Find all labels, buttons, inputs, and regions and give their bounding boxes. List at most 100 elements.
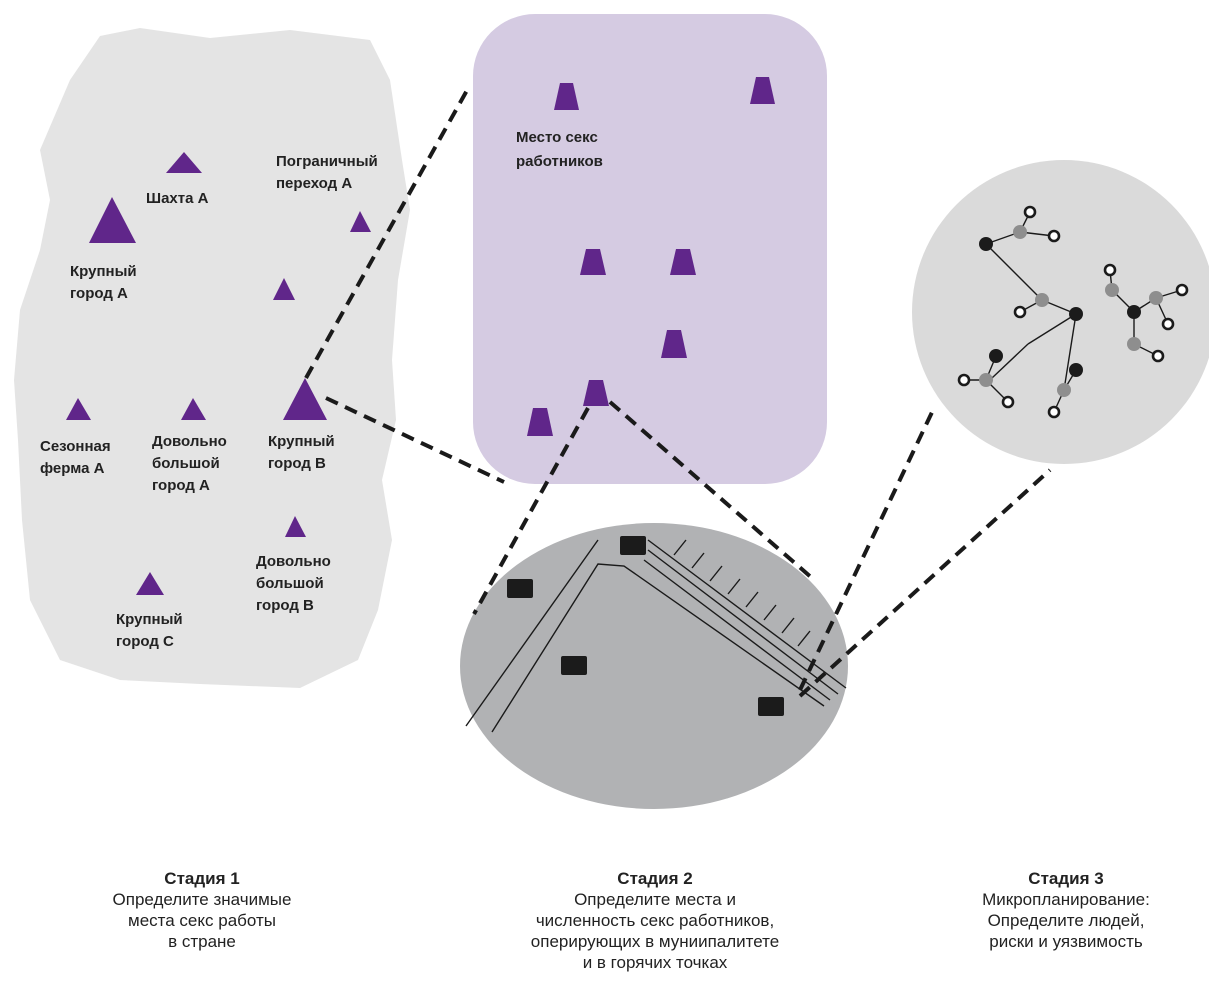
place-label-line: Сезонная bbox=[40, 438, 111, 455]
place-triangle-marker bbox=[285, 516, 306, 537]
place-triangle-marker bbox=[66, 398, 91, 420]
place-label: Довольно большой город А bbox=[152, 433, 227, 494]
site-label-line: Место секс bbox=[516, 129, 598, 146]
zoom-line bbox=[472, 407, 590, 615]
person-node-black bbox=[1127, 305, 1141, 319]
place-label-line: Крупный bbox=[268, 433, 335, 450]
stage1-markers bbox=[66, 152, 371, 595]
place-label-line: Шахта А bbox=[146, 190, 209, 207]
person-node-open bbox=[957, 373, 971, 387]
place-label-line: Крупный bbox=[116, 611, 183, 628]
person-node-open bbox=[1023, 205, 1037, 219]
person-node-black bbox=[1069, 363, 1083, 377]
building-marker bbox=[507, 579, 533, 598]
person-node-gray bbox=[1057, 383, 1071, 397]
hotspot-ellipse bbox=[460, 523, 848, 809]
person-node-open bbox=[1047, 405, 1061, 419]
stage2-title: Стадия 2 bbox=[617, 869, 693, 888]
place-label-line: большой bbox=[152, 455, 220, 472]
site-trapezoid-marker bbox=[583, 380, 609, 406]
person-node-open bbox=[1047, 229, 1061, 243]
place-label-line: Довольно bbox=[256, 553, 331, 570]
place-label: Довольно большой город В bbox=[256, 553, 331, 614]
street-line bbox=[647, 539, 847, 689]
stage3-caption: Стадия 3 Микропланирование: Определите л… bbox=[896, 868, 1209, 952]
site-trapezoid-marker bbox=[580, 249, 606, 275]
person-node-gray bbox=[1105, 283, 1119, 297]
zoom-line bbox=[608, 400, 814, 580]
site-trapezoid-marker bbox=[554, 83, 579, 110]
site-label-line: работников bbox=[516, 153, 603, 170]
zoom-line bbox=[798, 407, 936, 691]
hotspot-buildings bbox=[507, 536, 784, 716]
person-node-black bbox=[989, 349, 1003, 363]
person-node-gray bbox=[1035, 293, 1049, 307]
micro-planning-circle bbox=[912, 160, 1209, 464]
stage3-caption-line: Определите людей, bbox=[987, 911, 1145, 930]
person-node-gray bbox=[1127, 337, 1141, 351]
stage1-caption-line: Определите значимые bbox=[112, 890, 292, 909]
place-label-line: город С bbox=[116, 633, 174, 650]
building-marker bbox=[620, 536, 646, 555]
place-label: Крупный город В bbox=[268, 433, 335, 472]
country-map bbox=[14, 28, 410, 688]
stage-captions: Стадия 1 Определите значимые места секс … bbox=[0, 868, 1209, 994]
hotspot-street-map bbox=[465, 539, 847, 733]
building-marker bbox=[561, 656, 587, 675]
stage2-caption-line: и в горячих точках bbox=[582, 953, 728, 972]
person-node-open bbox=[1161, 317, 1175, 331]
place-label: Шахта А bbox=[146, 190, 209, 207]
place-label: Крупный город С bbox=[116, 611, 183, 650]
site-label: Место секс работников bbox=[516, 129, 603, 170]
place-label-line: Пограничный bbox=[276, 153, 378, 170]
place-label-line: город В bbox=[268, 455, 326, 472]
place-label: Пограничный переход А bbox=[276, 153, 378, 192]
person-node-open bbox=[1103, 263, 1117, 277]
zoom-line bbox=[798, 468, 1052, 698]
site-trapezoid-marker bbox=[527, 408, 553, 436]
person-node-gray bbox=[1149, 291, 1163, 305]
zoom-line bbox=[325, 396, 505, 484]
person-node-black bbox=[1069, 307, 1083, 321]
stage3-title: Стадия 3 bbox=[1028, 869, 1104, 888]
stage3-caption-line: риски и уязвимость bbox=[989, 932, 1143, 951]
site-trapezoid-marker bbox=[670, 249, 696, 275]
site-trapezoid-marker bbox=[750, 77, 775, 104]
place-label-line: город В bbox=[256, 597, 314, 614]
person-network bbox=[957, 205, 1189, 419]
network-nodes bbox=[957, 205, 1189, 419]
building-marker bbox=[758, 697, 784, 716]
place-triangle-marker bbox=[273, 278, 295, 300]
site-trapezoid-marker bbox=[661, 330, 687, 358]
place-triangle-marker bbox=[350, 211, 371, 232]
person-node-open bbox=[1001, 395, 1015, 409]
stage1-caption-line: места секс работы bbox=[128, 911, 276, 930]
person-node-gray bbox=[1013, 225, 1027, 239]
person-node-gray bbox=[979, 373, 993, 387]
place-label-line: переход А bbox=[276, 175, 352, 192]
street-line bbox=[643, 559, 831, 701]
place-triangle-marker bbox=[89, 197, 136, 243]
stage2-caption-line: оперирующих в муниипалитете bbox=[530, 932, 780, 951]
person-node-black bbox=[979, 237, 993, 251]
person-node-open bbox=[1175, 283, 1189, 297]
person-node-open bbox=[1013, 305, 1027, 319]
zoom-connectors bbox=[304, 84, 1052, 698]
stage2-site-markers bbox=[527, 77, 775, 436]
person-node-open bbox=[1151, 349, 1165, 363]
place-label-line: Довольно bbox=[152, 433, 227, 450]
stage1-title: Стадия 1 bbox=[164, 869, 240, 888]
stage3-caption-line: Микропланирование: bbox=[982, 890, 1150, 909]
municipality-box bbox=[473, 14, 827, 484]
place-label-line: город А bbox=[70, 285, 128, 302]
place-label-line: большой bbox=[256, 575, 324, 592]
street-line bbox=[647, 549, 839, 695]
place-triangle-marker bbox=[181, 398, 206, 420]
stage2-caption-line: численность секс работников, bbox=[535, 911, 775, 930]
place-label-line: город А bbox=[152, 477, 210, 494]
street-hatching bbox=[673, 539, 811, 647]
stage1-caption: Стадия 1 Определите значимые места секс … bbox=[32, 868, 372, 952]
